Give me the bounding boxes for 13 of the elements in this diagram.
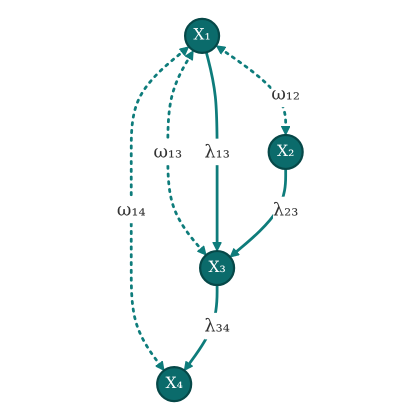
arrow <box>166 50 207 256</box>
edge-label: ω₁₄ <box>117 198 146 220</box>
node-circle: X₁ <box>184 18 220 54</box>
edge-label: ω₁₃ <box>154 140 182 162</box>
edge-label: λ₂₃ <box>273 198 299 220</box>
node-circle: X₂ <box>268 134 304 170</box>
edge-label: λ₁₃ <box>204 140 230 162</box>
arrow <box>130 46 190 371</box>
node-circle: X₄ <box>156 366 192 402</box>
node-circle: X₃ <box>199 250 236 286</box>
edge-label: ω₁₂ <box>272 82 300 104</box>
arrow <box>216 45 291 136</box>
edge-label: λ₃₄ <box>204 314 230 336</box>
